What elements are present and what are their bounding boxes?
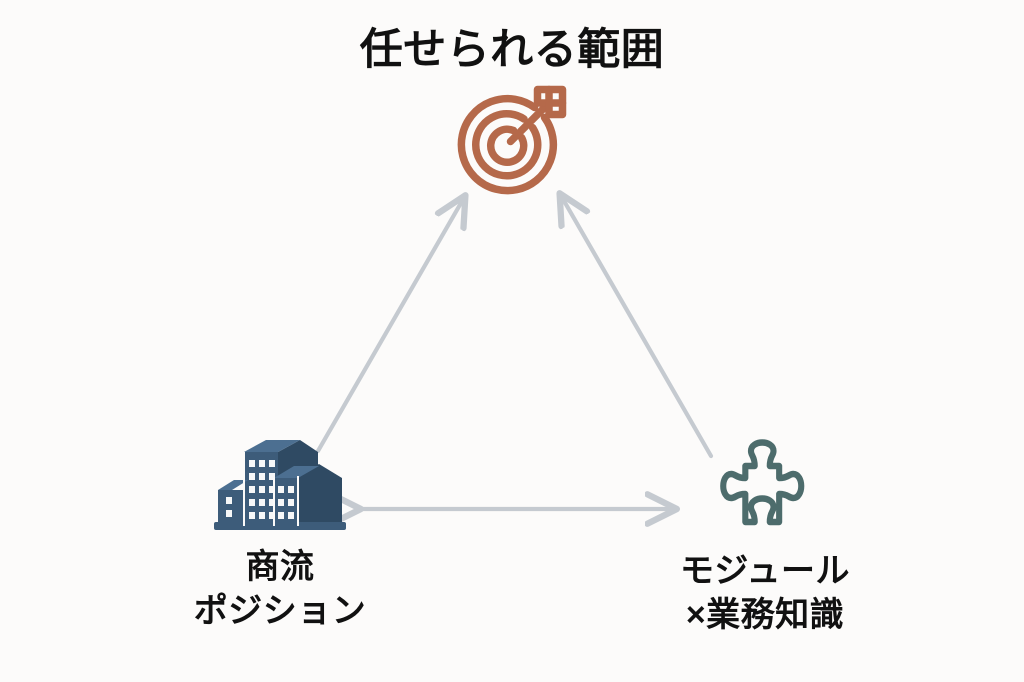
node-module-label: モジュール ×業務知識	[625, 550, 905, 637]
node-module-label-line2: ×業務知識	[685, 595, 845, 634]
node-commerce-label-line2: ポジション	[193, 591, 367, 630]
page-title: 任せられる範囲	[359, 26, 665, 74]
node-commerce[interactable]: 商流 ポジション	[140, 434, 420, 633]
target-dartboard-icon	[457, 85, 567, 195]
arrow-commerce-to-target	[315, 196, 465, 454]
arrow-module-to-target	[560, 194, 714, 459]
node-commerce-label-line1: 商流	[245, 548, 315, 586]
node-module[interactable]: モジュール ×業務知識	[625, 434, 905, 637]
node-target[interactable]	[432, 80, 592, 200]
node-module-label-line1: モジュール	[679, 552, 851, 590]
puzzle-piece-icon	[720, 439, 805, 526]
office-buildings-icon	[214, 440, 346, 530]
node-commerce-label: 商流 ポジション	[140, 546, 420, 633]
